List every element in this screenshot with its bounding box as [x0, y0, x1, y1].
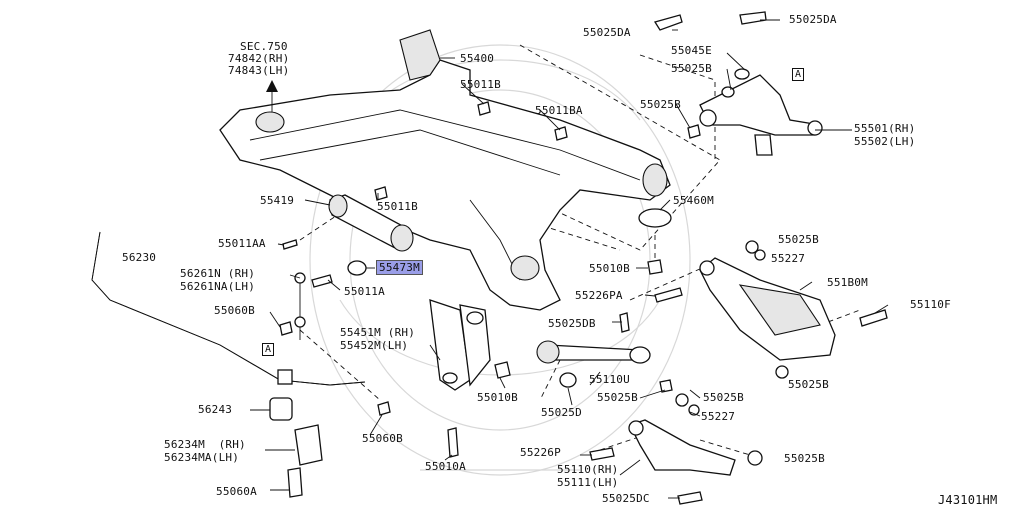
- spring-seat-55460M: [638, 208, 672, 275]
- section-ref-title: SEC.750: [240, 40, 288, 53]
- bracket-55451M: [429, 299, 511, 458]
- section-arrow: [266, 80, 278, 112]
- lower-link-55419: [282, 194, 414, 276]
- label-55419: 55419: [260, 194, 295, 207]
- section-mark-A-2: A: [262, 343, 275, 356]
- label-55227-a: 55227: [771, 252, 806, 265]
- label-56230: 56230: [122, 251, 157, 264]
- label-55011AA: 55011AA: [218, 237, 266, 250]
- label-56234M: 56234M (RH): [164, 438, 246, 451]
- label-55060B-a: 55060B: [214, 304, 255, 317]
- label-55060A: 55060A: [216, 485, 257, 498]
- label-55025B-top: 55025B: [671, 62, 712, 75]
- upper-arm-55501: [653, 11, 823, 156]
- lower-arm-551B0M: [654, 240, 888, 379]
- label-55025B-d: 55025B: [788, 378, 829, 391]
- label-55025B-e: 55025B: [597, 391, 638, 404]
- stabilizer-bar-56230: [91, 231, 366, 386]
- label-55227-b: 55227: [701, 410, 736, 423]
- label-55010B-a: 55010B: [589, 262, 630, 275]
- label-55025D: 55025D: [541, 406, 582, 419]
- label-55011A: 55011A: [344, 285, 385, 298]
- label-56261N: 56261N (RH): [180, 267, 256, 280]
- label-55025DA-b: 55025DA: [789, 13, 837, 26]
- label-55011B-a: 55011B: [460, 78, 501, 91]
- label-55025B-b: 55025B: [640, 98, 681, 111]
- label-55111-lh: 55111(LH): [557, 476, 619, 489]
- label-55045E: 55045E: [671, 44, 712, 57]
- lower-arm-55110: [589, 393, 763, 505]
- label-55501: 55501(RH): [854, 122, 916, 135]
- label-55110U: 55110U: [589, 373, 630, 386]
- label-55473M-highlighted: 55473M: [376, 260, 423, 275]
- label-55025B-g: 55025B: [784, 452, 825, 465]
- bushing-clamp: [269, 397, 391, 498]
- label-55400: 55400: [460, 52, 495, 65]
- section-mark-A-1: A: [792, 68, 805, 81]
- section-ref-rh: 74842(RH): [228, 52, 290, 65]
- label-56234MA: 56234MA(LH): [164, 451, 240, 464]
- label-55011B-b: 55011B: [377, 200, 418, 213]
- label-55025B-f: 55025B: [703, 391, 744, 404]
- leader-lines: [250, 19, 889, 499]
- label-55502: 55502(LH): [854, 135, 916, 148]
- label-55226PA: 55226PA: [575, 289, 623, 302]
- label-55025B-c: 55025B: [778, 233, 819, 246]
- label-55460M: 55460M: [673, 194, 714, 207]
- label-55025DC: 55025DC: [602, 492, 650, 505]
- label-56243: 56243: [198, 403, 233, 416]
- watermark: [309, 44, 691, 476]
- diagram-code: J43101HM: [938, 493, 998, 507]
- label-55452M: 55452M(LH): [340, 339, 409, 352]
- label-55025DA-a: 55025DA: [583, 26, 631, 39]
- label-55226P: 55226P: [520, 446, 561, 459]
- section-ref-lh: 74843(LH): [228, 64, 290, 77]
- label-56261NA: 56261NA(LH): [180, 280, 256, 293]
- label-55060B-b: 55060B: [362, 432, 403, 445]
- label-55010B-b: 55010B: [477, 391, 518, 404]
- label-55110-rh: 55110(RH): [557, 463, 619, 476]
- label-55110F: 55110F: [910, 298, 951, 311]
- label-55010A: 55010A: [425, 460, 466, 473]
- label-551B0M: 551B0M: [827, 276, 868, 289]
- label-55011BA: 55011BA: [535, 104, 583, 117]
- label-55451M: 55451M (RH): [340, 326, 416, 339]
- link-55110U: [536, 312, 673, 393]
- label-55025DB: 55025DB: [548, 317, 596, 330]
